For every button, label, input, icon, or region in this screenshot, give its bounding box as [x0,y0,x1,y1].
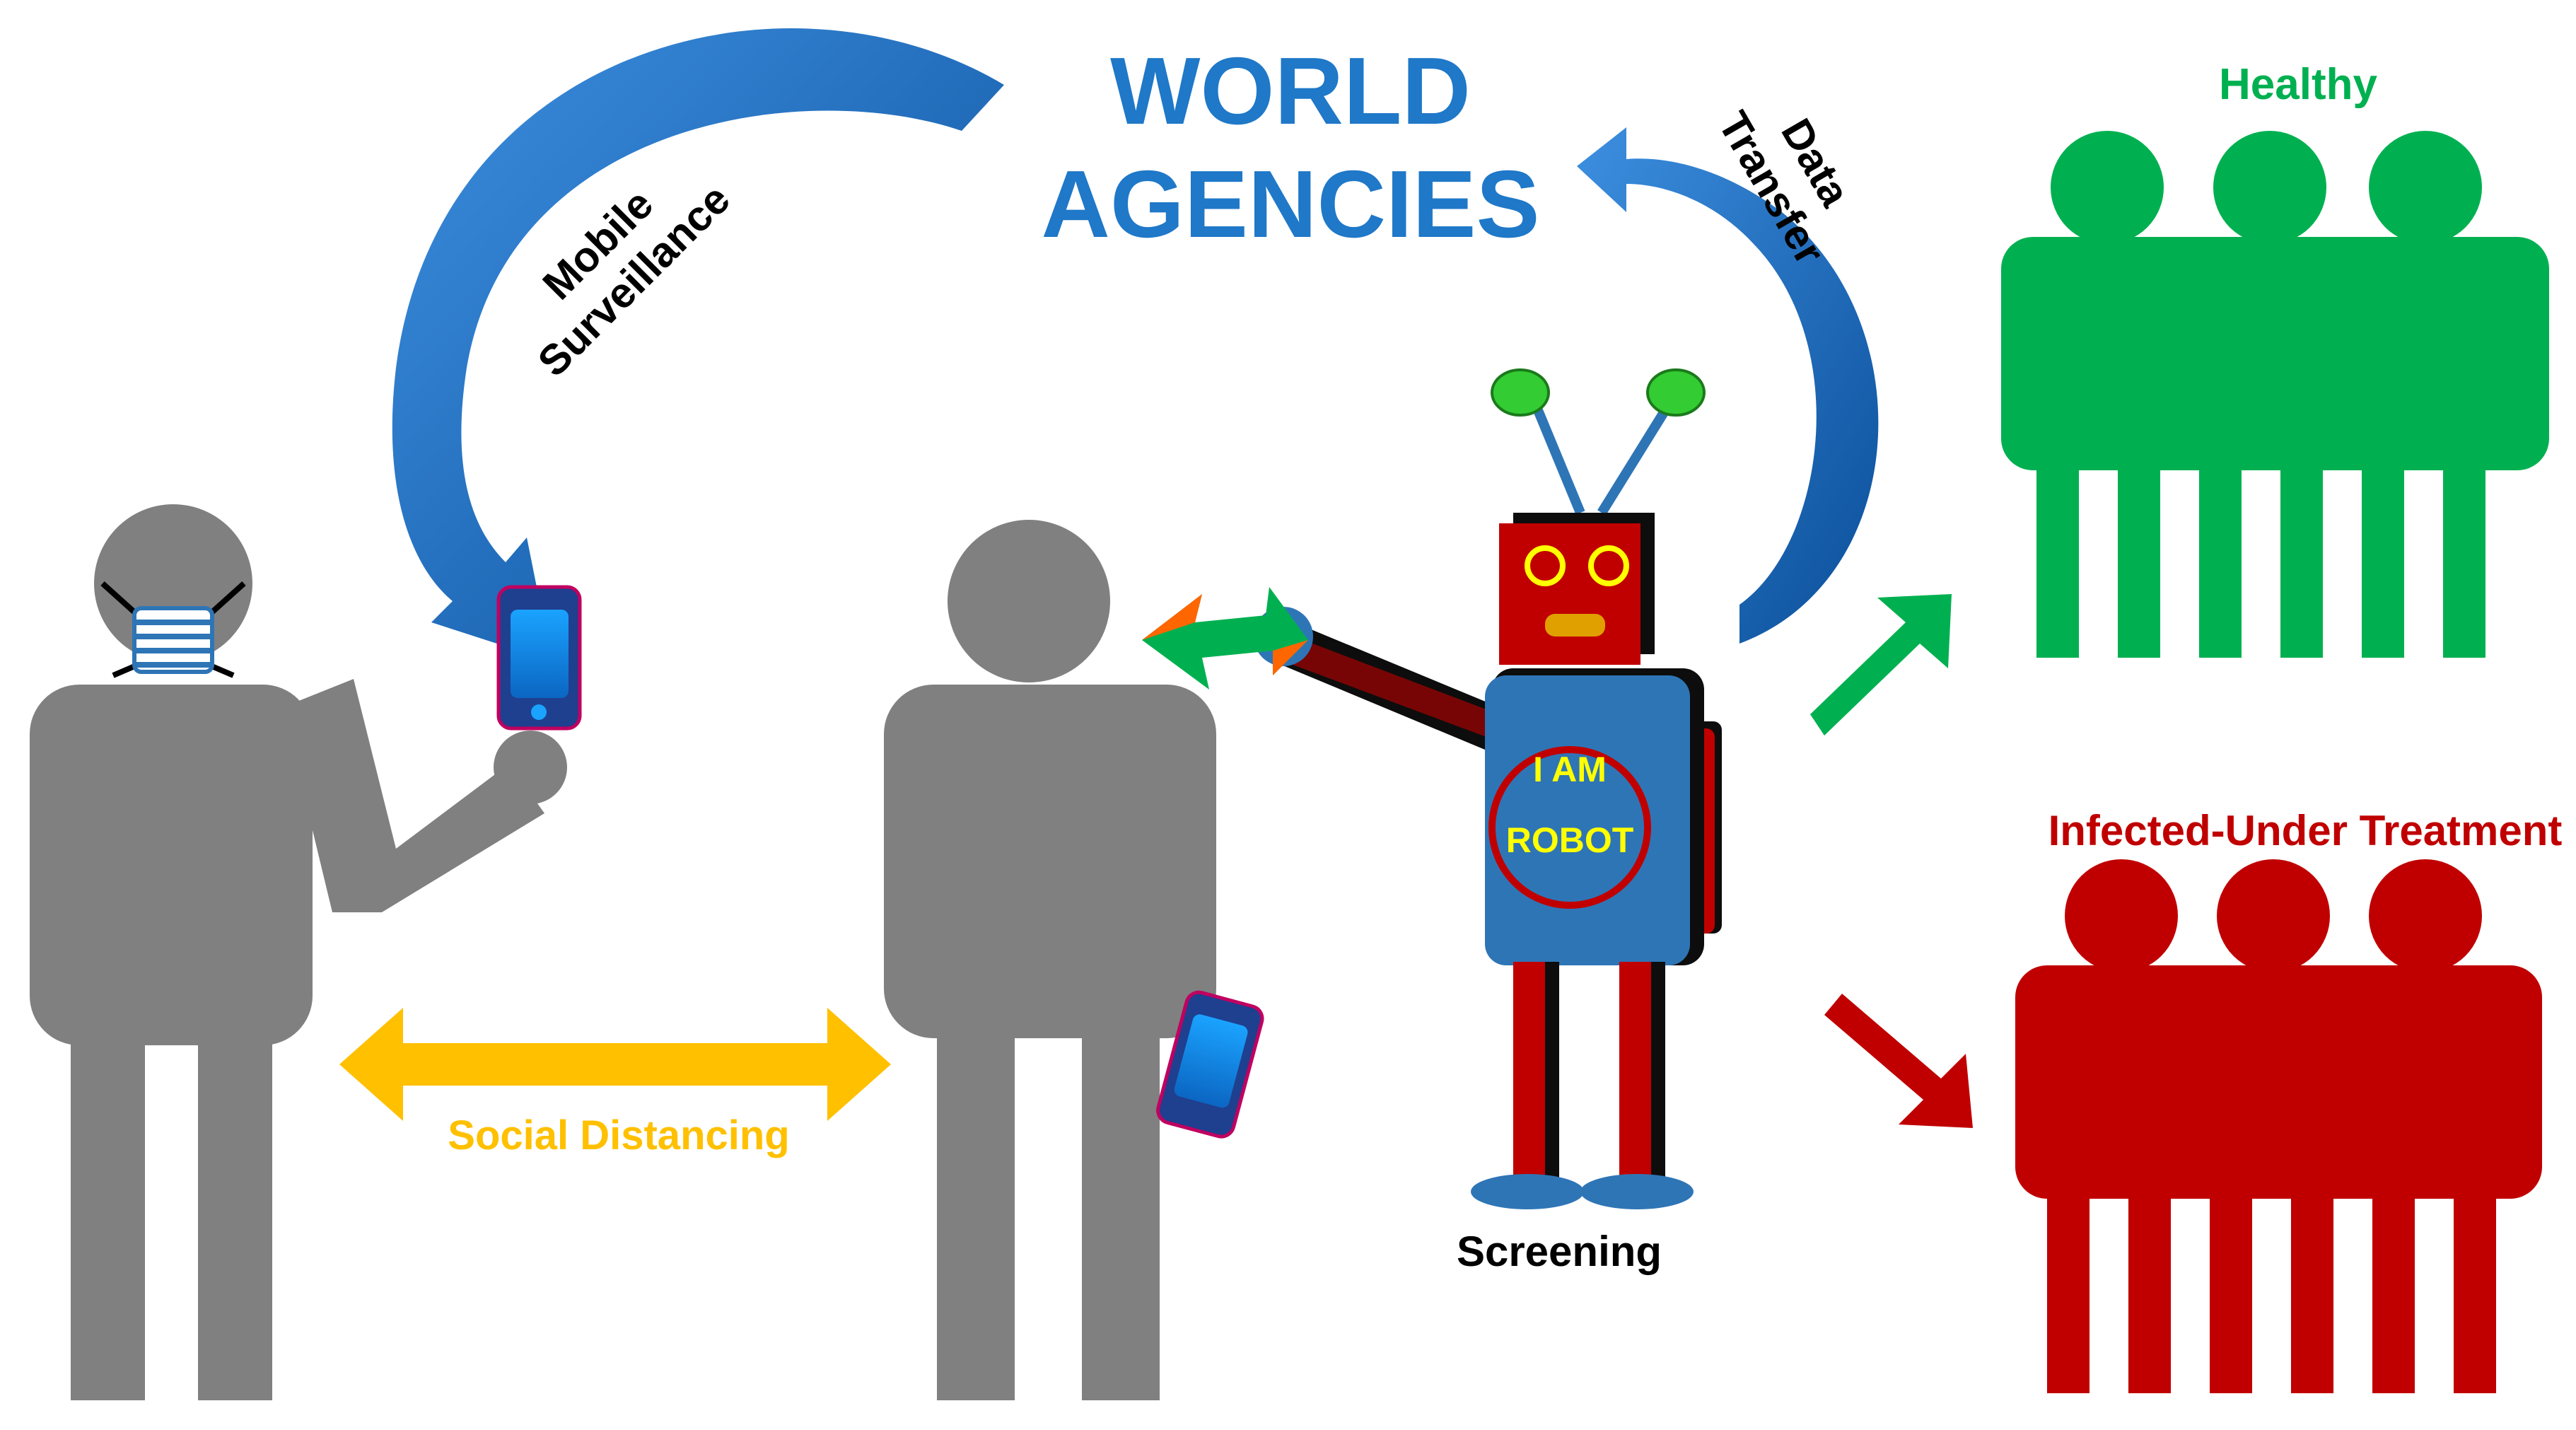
data-transfer-curved-arrow-icon [1577,127,1879,644]
world-agencies-title: WORLD AGENCIES [1041,37,1539,257]
smartphone-icon [496,585,582,731]
robot-badge-line-2: ROBOT [1506,820,1634,860]
healthy-arrow-icon [1810,594,1952,736]
person-being-screened [884,520,1216,1400]
pocket-smartphone-icon [1156,990,1264,1139]
screening-label: Screening [1457,1228,1662,1275]
healthy-group [2001,131,2549,658]
social-distancing-label: Social Distancing [448,1112,789,1158]
social-distancing-double-arrow-icon [339,1008,891,1121]
robot-icon: I AM ROBOT [1142,368,1722,1209]
mask-icon [100,581,246,678]
infected-arrow-icon [1824,994,1973,1128]
robot-badge-line-1: I AM [1533,750,1607,789]
mobile-surveillance-curved-arrow-icon [392,28,1004,662]
title-line-2: AGENCIES [1041,151,1539,257]
data-transfer-label: Data Transfer [1709,103,1859,272]
infected-label: Infected-Under Treatment [2048,807,2563,854]
infected-group [2015,859,2542,1393]
title-line-1: WORLD [1110,37,1471,144]
healthy-label: Healthy [2219,60,2377,109]
